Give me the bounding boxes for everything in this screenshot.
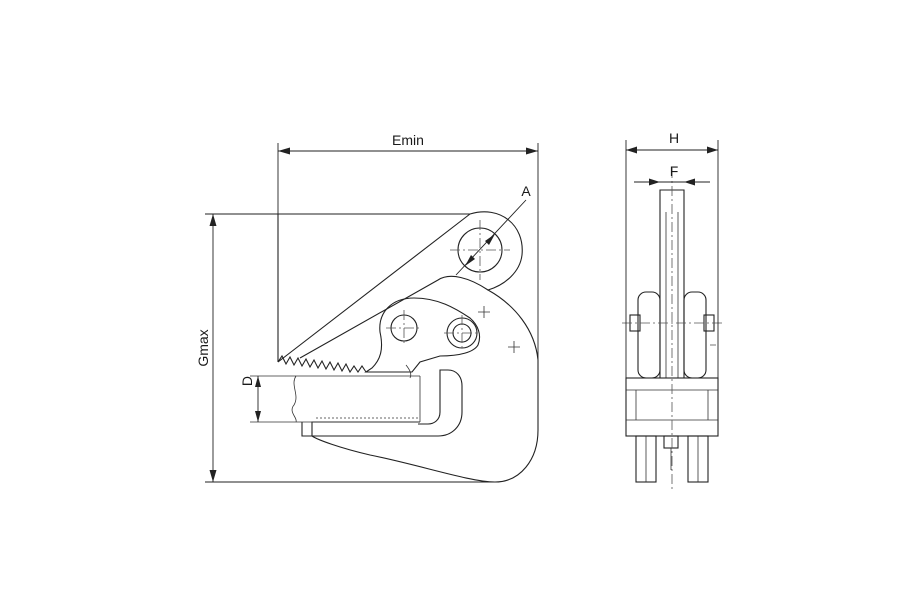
a-arrow-outer (485, 234, 495, 245)
a-arrow-inner (465, 255, 475, 266)
center-mark-1 (478, 306, 490, 318)
emin-arrow-right (526, 147, 538, 155)
gmax-label: Gmax (195, 329, 211, 366)
h-label: H (669, 130, 679, 146)
side-view: Emin Gmax D A (195, 132, 539, 483)
cam-lever-plate (364, 297, 481, 373)
lower-jaw-pad (301, 369, 463, 437)
f-arrow-right (684, 178, 695, 186)
center-mark-2 (508, 341, 520, 353)
emin-label: Emin (392, 132, 424, 148)
jaw-diagonal-edge (277, 213, 471, 363)
right-side-cheek (683, 291, 707, 379)
d-arrow-bottom (255, 411, 261, 422)
clamp-body-outline (277, 211, 539, 483)
h-arrow-left (626, 146, 637, 154)
d-arrow-top (255, 376, 261, 387)
lifted-plate-section (250, 375, 420, 423)
jaw-upper-edge (299, 275, 489, 359)
d-label: D (239, 376, 255, 386)
bottom-bolt-head (663, 435, 679, 449)
left-side-cheek (637, 291, 661, 379)
plate-break-line (291, 375, 297, 423)
emin-arrow-left (278, 147, 290, 155)
gmax-arrow-top (209, 214, 217, 226)
gmax-arrow-bottom (209, 470, 217, 482)
a-label: A (521, 183, 531, 199)
f-label: F (670, 163, 679, 179)
serrated-jaw-teeth (277, 354, 367, 374)
h-arrow-right (707, 146, 718, 154)
spring-notch (405, 364, 412, 379)
front-view: H F (622, 130, 722, 492)
f-arrow-left (649, 178, 660, 186)
